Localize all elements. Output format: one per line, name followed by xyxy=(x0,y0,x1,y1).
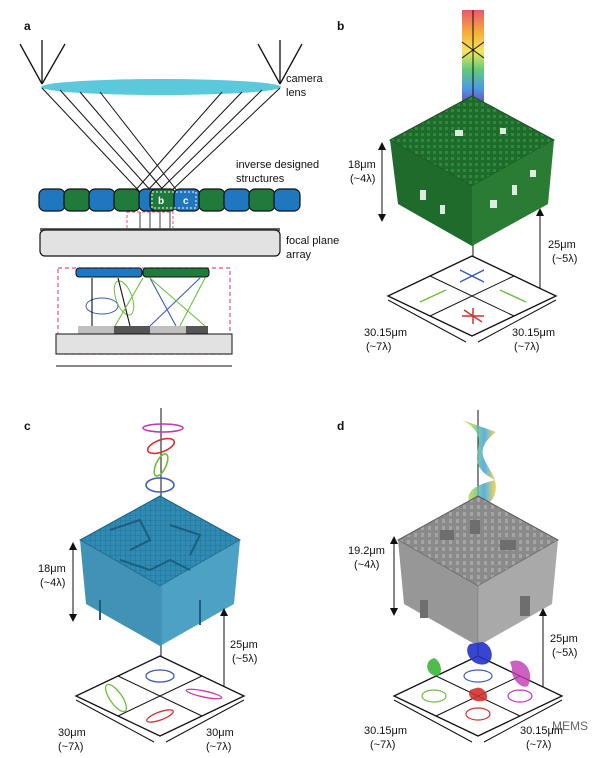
structures-row xyxy=(38,188,301,212)
highlight-box xyxy=(151,191,197,209)
cube-b-left xyxy=(390,140,472,246)
c-height-2: (~4λ) xyxy=(40,577,65,589)
camera-lens xyxy=(41,79,281,95)
d-wl-1: 30.15μm xyxy=(364,725,407,737)
b-wl-2: (~7λ) xyxy=(366,341,391,353)
cube-c-maze xyxy=(99,518,202,625)
b-gap-1: 25μm xyxy=(548,239,576,251)
c-height-1: 18μm xyxy=(38,563,66,575)
watermark: MEMS xyxy=(552,719,588,733)
dim-w-left-b xyxy=(387,299,467,343)
b-height-1: 18μm xyxy=(348,159,376,171)
lobe-green xyxy=(427,658,441,676)
d-gap-2: (~5λ) xyxy=(552,647,577,659)
spot-red-c xyxy=(146,709,174,723)
lobe-magenta xyxy=(510,660,531,687)
spot-red-d xyxy=(465,707,491,721)
d-wl-2: (~7λ) xyxy=(370,739,395,751)
polarization-magenta xyxy=(142,423,184,433)
spot-green-d xyxy=(421,689,447,703)
panel-b: b 18μm (~4λ) 25μm (~5λ) xyxy=(337,10,577,353)
spot-blue-d xyxy=(463,669,493,683)
polarization-red xyxy=(146,437,176,455)
dim-w-left-c xyxy=(75,699,155,743)
spot-blue-c xyxy=(145,669,175,683)
panel-d: d 19.2μm (~4λ) 25μm (~5λ) xyxy=(337,410,588,751)
cube-d-right xyxy=(478,540,558,646)
inset-focal-array xyxy=(55,333,233,355)
c-wl-1: 30μm xyxy=(58,727,86,739)
c-wr-2: (~7λ) xyxy=(206,741,231,753)
c-wl-2: (~7λ) xyxy=(58,741,83,753)
panel-a: a camera lens xyxy=(19,19,339,367)
cube-c-right xyxy=(160,540,240,646)
label-lens: lens xyxy=(286,87,307,99)
spot-magenta-c xyxy=(185,688,223,700)
c-gap-1: 25μm xyxy=(230,639,258,651)
twisted-beam xyxy=(462,420,497,512)
cube-d-blocks xyxy=(420,520,530,618)
b-gap-2: (~5λ) xyxy=(552,253,577,265)
focus-arrows xyxy=(139,212,171,228)
focal-plane-array xyxy=(39,229,281,257)
beam-cross-2 xyxy=(461,41,485,59)
panel-b-letter: b xyxy=(337,19,344,33)
label-camera: camera xyxy=(286,73,324,85)
inset-ellipse-green xyxy=(113,280,135,316)
cube-b-voids xyxy=(420,128,536,214)
dim-w-right-d xyxy=(483,699,563,743)
d-height-2: (~4λ) xyxy=(354,559,379,571)
label-inverse-2: structures xyxy=(236,173,285,185)
label-inverse-1: inverse designed xyxy=(236,159,319,171)
b-wr-1: 30.15μm xyxy=(512,327,555,339)
lobe-blue xyxy=(467,642,492,665)
c-gap-2: (~5λ) xyxy=(232,653,257,665)
dim-w-right-b xyxy=(477,299,557,343)
inset-pixels xyxy=(78,326,208,334)
dim-w-left-d xyxy=(393,699,473,743)
b-height-2: (~4λ) xyxy=(350,173,375,185)
tag-b: b xyxy=(158,196,164,207)
c-wr-1: 30μm xyxy=(206,727,234,739)
inset-green-structure xyxy=(142,267,210,278)
d-height-1: 19.2μm xyxy=(348,545,385,557)
panel-c: c 18μm (~4λ) 25μm (~5λ) 30μm xyxy=(24,408,258,753)
polarization-arrows-b xyxy=(419,269,527,324)
panel-d-letter: d xyxy=(337,419,344,433)
inset-rays xyxy=(91,277,206,327)
camera-cone xyxy=(19,40,303,85)
inset-blue-structure xyxy=(75,267,143,278)
b-wl-1: 30.15μm xyxy=(364,327,407,339)
spot-green-c xyxy=(104,683,128,713)
panel-a-letter: a xyxy=(24,19,31,33)
tag-c: c xyxy=(183,196,189,207)
inset-circle-blue xyxy=(85,297,119,315)
cube-c-left xyxy=(80,540,160,646)
d-gap-1: 25μm xyxy=(550,633,578,645)
spot-magenta-d xyxy=(507,689,533,703)
label-focal-2: array xyxy=(286,249,312,261)
panel-c-letter: c xyxy=(24,419,31,433)
cube-d-left xyxy=(398,540,478,646)
label-focal-1: focal plane xyxy=(286,235,339,247)
d-wr-2: (~7λ) xyxy=(526,739,551,751)
lobe-red xyxy=(469,687,488,702)
polarization-blue xyxy=(145,477,175,493)
dim-w-right-c xyxy=(165,699,245,743)
b-wr-2: (~7λ) xyxy=(514,341,539,353)
polarization-green xyxy=(153,453,169,477)
ray-lines xyxy=(41,87,281,193)
d-wr-1: 30.15μm xyxy=(520,725,563,737)
